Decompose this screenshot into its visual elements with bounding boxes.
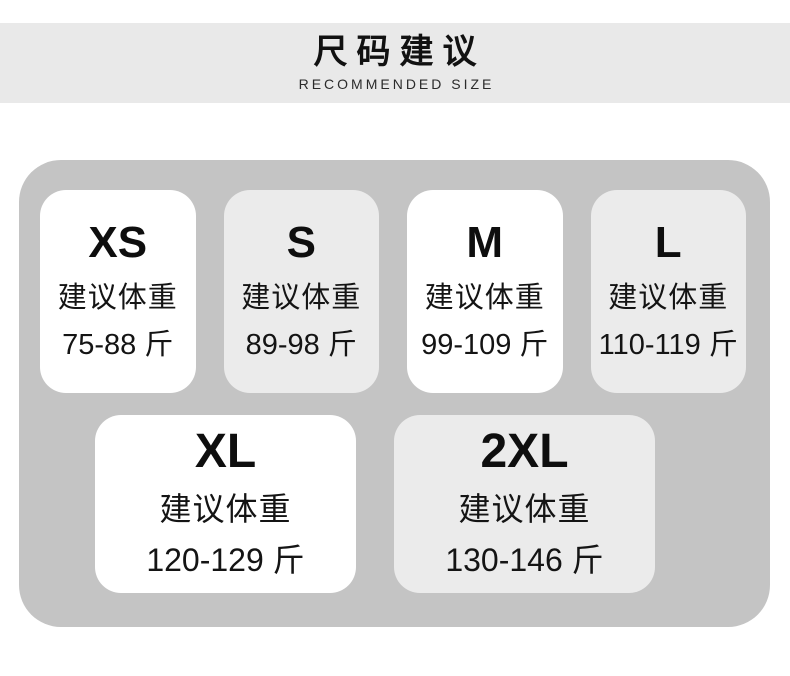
size-label: M	[466, 218, 504, 268]
size-card-s: S 建议体重 89-98 斤	[223, 190, 379, 393]
size-card-m: M 建议体重 99-109 斤	[407, 190, 563, 393]
weight-hint-label: 建议体重	[458, 491, 591, 528]
weight-range-value: 110-119 斤	[598, 328, 738, 361]
size-label: XS	[88, 218, 148, 268]
weight-range-value: 75-88 斤	[62, 328, 174, 361]
size-row-bottom: XL 建议体重 120-129 斤 2XL 建议体重 130-146 斤	[95, 415, 655, 593]
weight-hint-label: 建议体重	[57, 281, 178, 314]
size-guide-panel: XS 建议体重 75-88 斤 S 建议体重 89-98 斤 M 建议体重 99…	[19, 160, 770, 627]
size-label: 2XL	[480, 424, 569, 478]
size-card-xs: XS 建议体重 75-88 斤	[40, 190, 196, 393]
weight-hint-label: 建议体重	[424, 281, 545, 314]
weight-range-value: 99-109 斤	[421, 328, 549, 361]
size-card-2xl: 2XL 建议体重 130-146 斤	[394, 415, 655, 593]
weight-hint-label: 建议体重	[159, 491, 292, 528]
page-subtitle: RECOMMENDED SIZE	[298, 76, 495, 93]
size-card-l: L 建议体重 110-119 斤	[590, 190, 746, 393]
size-label: XL	[194, 424, 257, 478]
weight-range-value: 130-146 斤	[445, 542, 604, 579]
weight-hint-label: 建议体重	[241, 281, 362, 314]
weight-hint-label: 建议体重	[608, 281, 729, 314]
weight-range-value: 120-129 斤	[146, 542, 305, 579]
size-label: L	[654, 218, 682, 268]
size-card-xl: XL 建议体重 120-129 斤	[95, 415, 356, 593]
size-row-top: XS 建议体重 75-88 斤 S 建议体重 89-98 斤 M 建议体重 99…	[40, 190, 746, 393]
size-label: S	[286, 218, 316, 268]
header-band: 尺码建议 RECOMMENDED SIZE	[0, 23, 790, 103]
page-title: 尺码建议	[313, 32, 486, 71]
weight-range-value: 89-98 斤	[245, 328, 357, 361]
